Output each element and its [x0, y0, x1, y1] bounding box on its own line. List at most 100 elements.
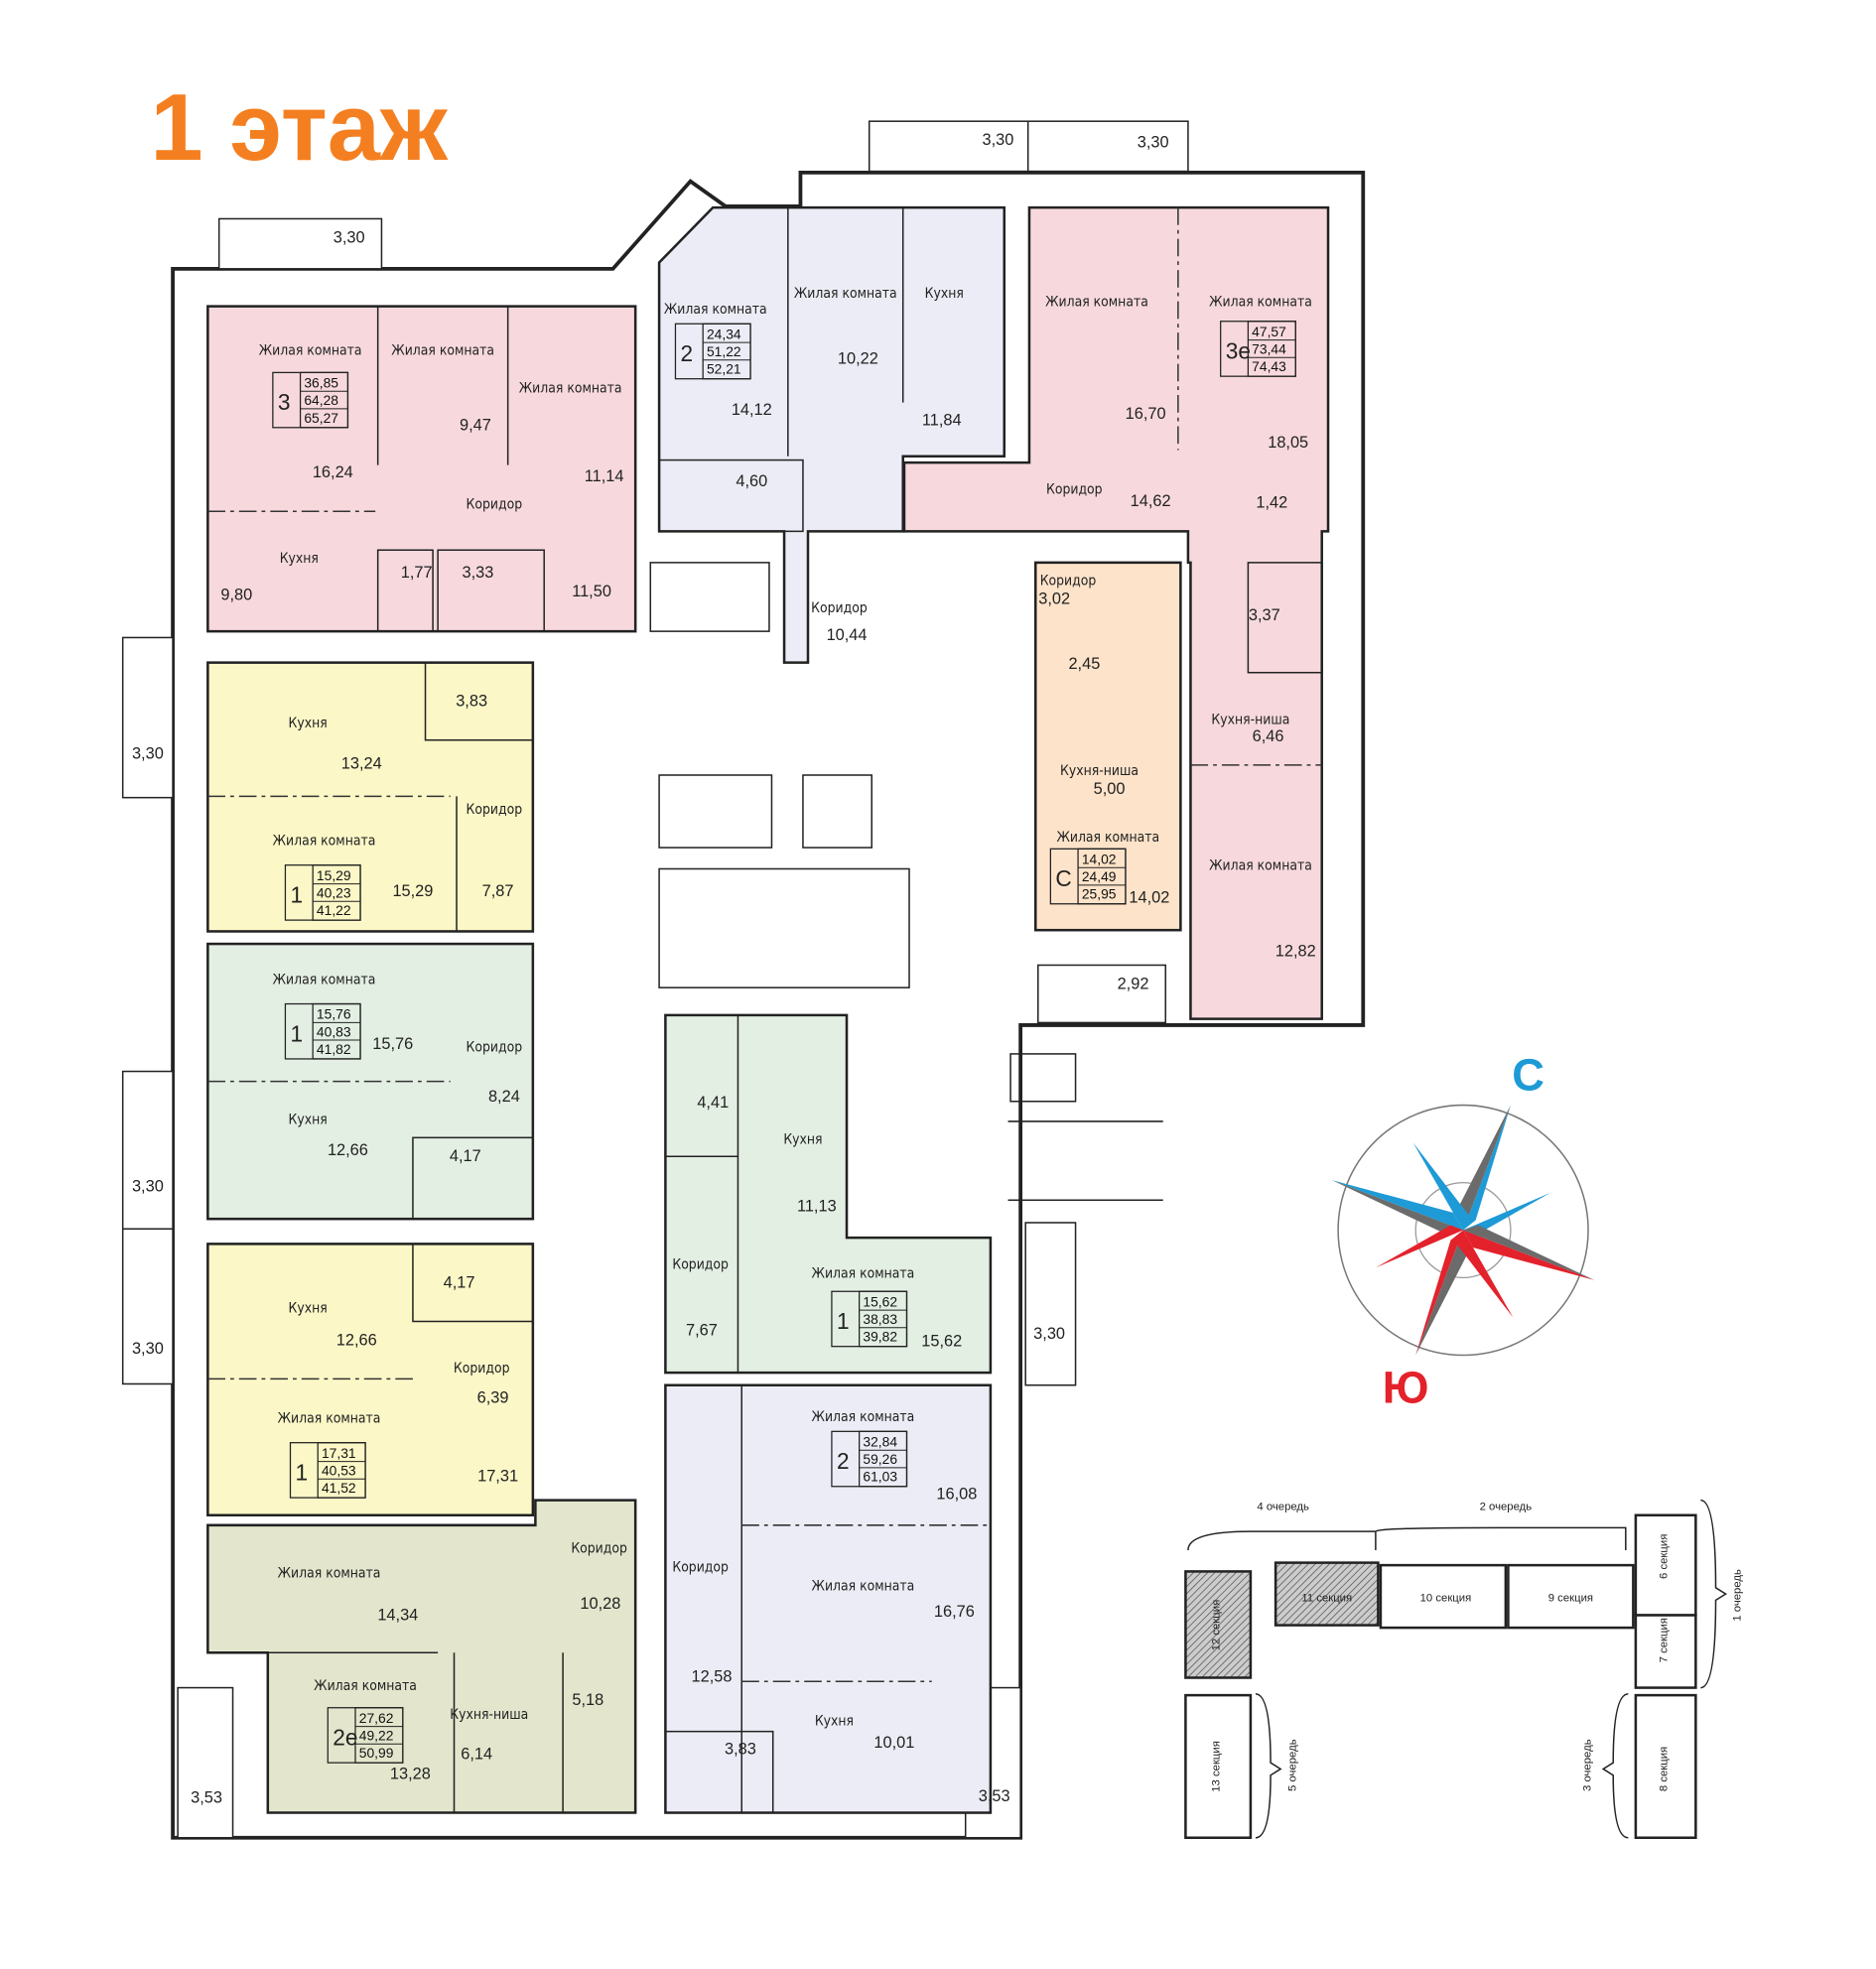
badge-area-frame — [859, 1430, 908, 1488]
area-label: 4,17 — [450, 1147, 481, 1165]
area-label: 3,53 — [191, 1788, 222, 1806]
total-area: 51,22 — [707, 343, 741, 359]
living-area: 15,62 — [863, 1293, 897, 1309]
total-area-with-balcony: 52,21 — [707, 361, 741, 377]
area-label: 3,30 — [983, 131, 1014, 149]
compass-south: Ю — [1383, 1362, 1429, 1412]
total-area-with-balcony: 74,43 — [1252, 358, 1286, 374]
room-name: Коридор — [467, 1039, 523, 1055]
room-name: Коридор — [672, 1559, 729, 1575]
area-label: 16,70 — [1126, 405, 1166, 423]
area-label: 11,14 — [585, 467, 624, 485]
area-label: 2,92 — [1118, 975, 1149, 992]
area-label: 3,30 — [334, 228, 365, 246]
area-label: 14,62 — [1131, 492, 1171, 510]
apartment-1room-d[interactable] — [664, 1013, 993, 1375]
area-label: 3,83 — [725, 1740, 756, 1758]
area-label: 9,47 — [460, 416, 491, 434]
total-area: 40,53 — [322, 1462, 356, 1478]
total-area: 73,44 — [1252, 340, 1286, 356]
building-walls — [121, 120, 1366, 1840]
area-label: 14,12 — [732, 401, 772, 419]
area-label: 6 секция — [1658, 1534, 1670, 1579]
room-name: Кухня-ниша — [1211, 712, 1289, 727]
badge-area-frame — [317, 1442, 366, 1499]
room-name: Коридор — [454, 1361, 510, 1377]
area-label: 10,28 — [580, 1595, 620, 1613]
living-area: 47,57 — [1252, 324, 1286, 339]
room-name: Коридор — [571, 1541, 627, 1557]
room-name: Коридор — [1046, 482, 1103, 498]
apartment-2room-n[interactable] — [657, 205, 1006, 664]
total-area: 49,22 — [359, 1727, 394, 1743]
room-name: Коридор — [811, 600, 868, 616]
room-name: Жилая комната — [812, 1409, 915, 1425]
area-label: 3,30 — [1138, 134, 1169, 152]
room-name: Жилая комната — [812, 1578, 915, 1594]
room-name: Жилая комната — [664, 302, 767, 318]
total-area-with-balcony: 65,27 — [304, 410, 338, 426]
apartment-studio[interactable] — [1033, 561, 1182, 932]
total-area-with-balcony: 61,03 — [863, 1469, 897, 1485]
area-label: 4,60 — [736, 472, 767, 490]
area-label: 5,00 — [1094, 780, 1126, 798]
area-label: 3 очередь — [1582, 1739, 1594, 1791]
badge-area-frame — [354, 1707, 404, 1764]
apartment-type: 1 — [290, 881, 303, 907]
room-name: Кухня — [289, 716, 328, 731]
total-area: 38,83 — [863, 1311, 897, 1327]
floor-title: 1 этаж — [150, 74, 449, 181]
area-label: 5 очередь — [1286, 1739, 1298, 1791]
badge-area-frame — [312, 864, 361, 921]
key-plan: 4 очередь 2 очередь 6 секция 7 секция 8 … — [1184, 1499, 1744, 1839]
total-area-with-balcony: 25,95 — [1082, 886, 1117, 902]
area-label: 16,24 — [313, 463, 353, 481]
area-label: 3,30 — [132, 1340, 164, 1358]
apartment-3room-ne[interactable] — [902, 205, 1330, 1020]
room-name: Жилая комната — [273, 972, 376, 987]
area-label: 6,46 — [1253, 727, 1284, 745]
area-label: 15,29 — [392, 882, 433, 900]
area-label: 4 очередь — [1257, 1502, 1309, 1513]
total-area-with-balcony: 39,82 — [863, 1329, 897, 1345]
area-label: 12,66 — [336, 1331, 377, 1349]
area-label: 12,66 — [328, 1141, 368, 1159]
badge-area-frame — [859, 1290, 908, 1348]
area-label: 1,42 — [1256, 493, 1287, 511]
area-label: 13 секция — [1210, 1741, 1222, 1792]
room-name: Кухня — [815, 1713, 854, 1729]
area-label: 5,18 — [572, 1691, 603, 1709]
area-label: 15,62 — [921, 1333, 962, 1351]
area-label: 11,84 — [922, 411, 962, 429]
area-label: 1,77 — [401, 564, 433, 582]
area-label: 12 секция — [1210, 1600, 1222, 1651]
badge-area-frame — [312, 1002, 361, 1060]
room-name: Коридор — [672, 1257, 729, 1273]
area-label: 2 очередь — [1480, 1502, 1533, 1513]
apartment-type: 3 — [278, 389, 291, 415]
living-area: 14,02 — [1082, 851, 1117, 866]
area-label: 12,58 — [692, 1667, 733, 1685]
living-area: 36,85 — [304, 375, 338, 391]
room-name: Кухня-ниша — [1060, 763, 1139, 779]
area-label: 16,08 — [936, 1485, 977, 1503]
room-name: Жилая комната — [259, 343, 362, 359]
area-label: 3,83 — [456, 693, 487, 711]
room-name: Кухня — [925, 286, 964, 302]
apartment-3room-nw[interactable] — [206, 305, 637, 633]
apartment-2room-s[interactable] — [664, 1383, 993, 1814]
area-label: 3,33 — [463, 564, 494, 582]
total-area: 24,49 — [1082, 868, 1117, 884]
apartment-type: 1 — [296, 1459, 309, 1485]
area-label: 3,30 — [1033, 1325, 1065, 1343]
